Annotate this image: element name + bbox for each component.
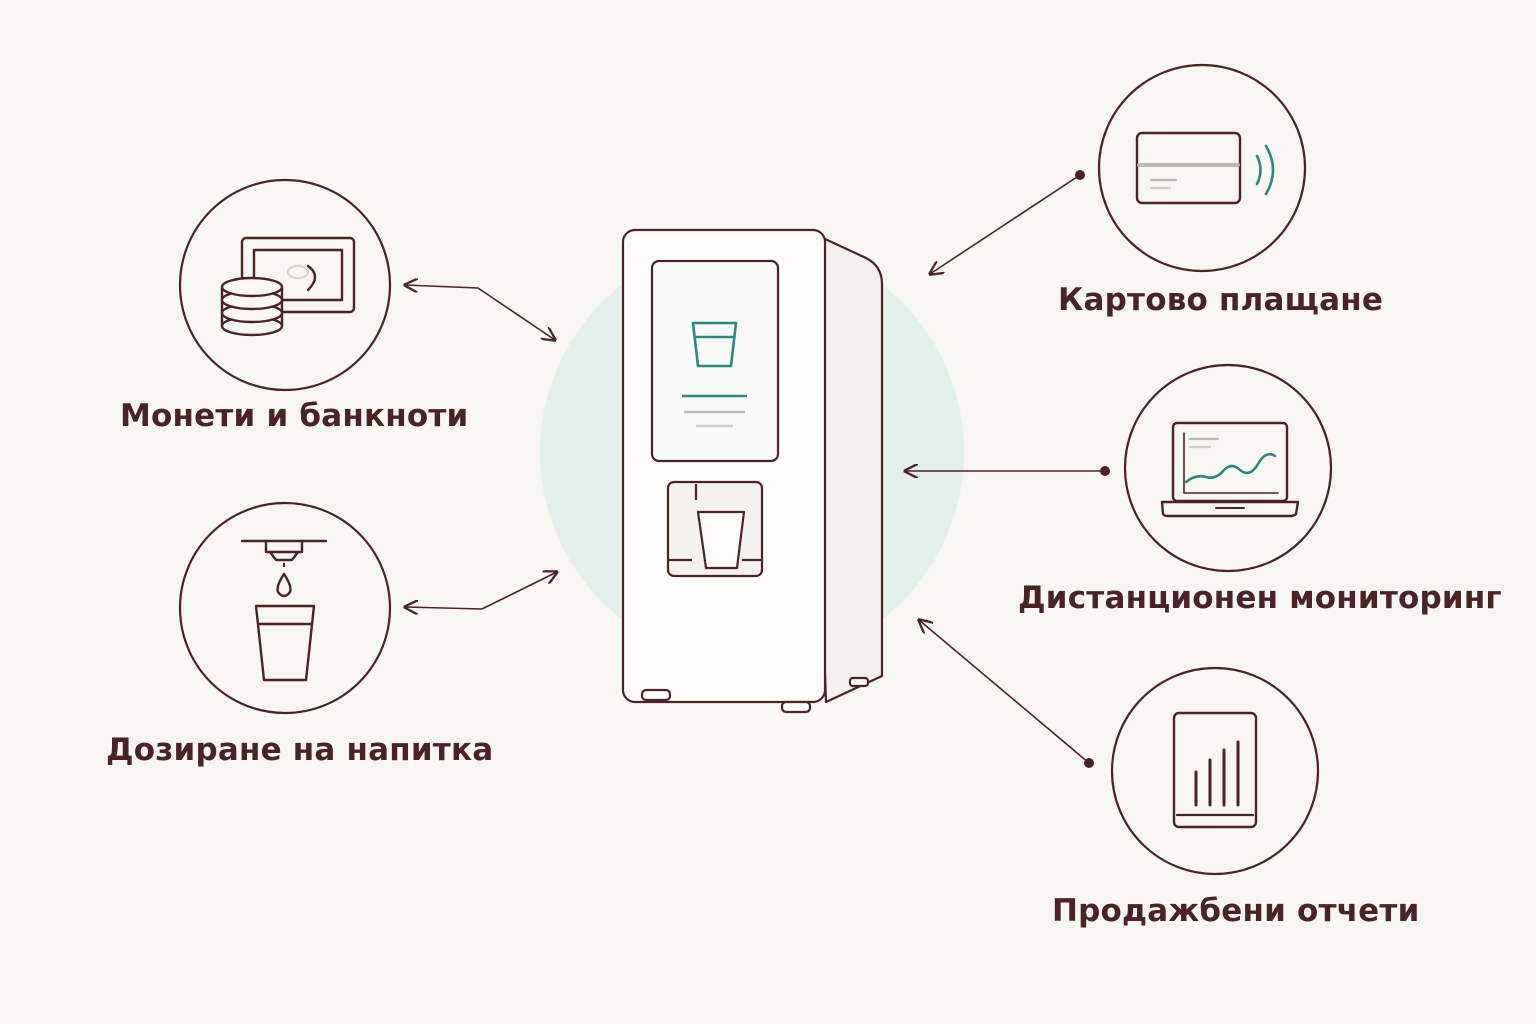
screen-cup-icon: [691, 321, 738, 368]
connector-card: [930, 174, 1081, 274]
label-dispense: Дозиране на напитка: [106, 732, 494, 768]
bar-report-icon: [1172, 711, 1258, 829]
cup-dispense-icon: [240, 539, 328, 682]
niche-cup: [696, 510, 746, 570]
contactless-card-icon: [1135, 131, 1275, 205]
label-monitor: Дистанционен мониторинг: [1018, 580, 1502, 616]
label-coins: Монети и банкноти: [120, 398, 469, 434]
feature-circle-dispense: [178, 501, 392, 715]
label-reports: Продажбени отчети: [1052, 893, 1420, 929]
connector-coins: [405, 285, 555, 340]
connector-dot: [1084, 758, 1094, 768]
coins-banknote-icon: [220, 236, 356, 337]
laptop-chart-icon: [1160, 421, 1300, 518]
feature-circle-reports: [1110, 666, 1320, 876]
label-card: Картово плащане: [1058, 282, 1384, 318]
connector-dot: [1100, 466, 1110, 476]
machine-foot: [640, 688, 672, 702]
machine-foot: [780, 700, 812, 714]
feature-circle-card: [1097, 63, 1307, 273]
feature-circle-monitor: [1123, 363, 1333, 573]
vending-machine: [621, 228, 884, 714]
connector-reports: [919, 620, 1090, 764]
machine-screen: [650, 259, 780, 463]
connector-dot: [1075, 170, 1085, 180]
feature-circle-coins: [178, 178, 392, 392]
connectors: [405, 174, 1105, 764]
connector-dispense: [405, 572, 557, 609]
